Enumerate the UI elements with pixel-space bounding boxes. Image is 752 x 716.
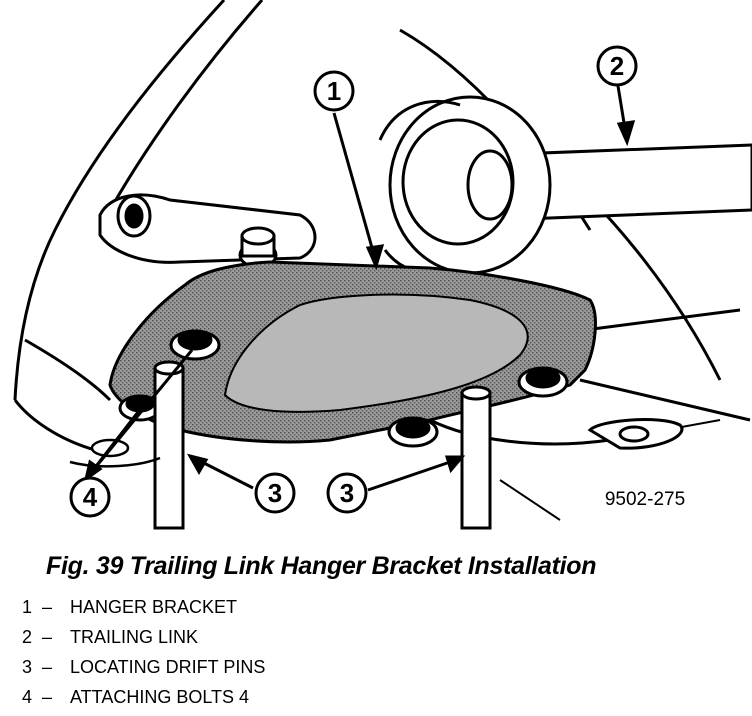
legend-text: TRAILING LINK: [70, 627, 199, 647]
legend-item: 3–LOCATING DRIFT PINS: [22, 656, 265, 686]
callout-1: 1: [313, 70, 355, 112]
callout-2: 2: [596, 45, 638, 87]
leader-lines: [83, 85, 636, 492]
legend-item: 2–TRAILING LINK: [22, 626, 265, 656]
frame-tab: [587, 418, 684, 450]
svg-text:2: 2: [610, 51, 624, 81]
svg-text:3: 3: [268, 478, 282, 508]
trailing-link: [378, 95, 752, 275]
callout-3-right: 3: [326, 472, 368, 514]
legend-list: 1–HANGER BRACKET 2–TRAILING LINK 3–LOCAT…: [22, 596, 265, 716]
callout-4: 4: [69, 476, 111, 518]
legend-separator: –: [42, 657, 53, 677]
legend-text: LOCATING DRIFT PINS: [70, 657, 266, 677]
legend-number: 1: [22, 597, 33, 617]
legend-separator: –: [42, 687, 53, 707]
legend-number: 3: [22, 657, 33, 677]
callout-3-left: 3: [254, 472, 296, 514]
legend-item: 1–HANGER BRACKET: [22, 596, 265, 626]
figure-number: 9502-275: [605, 489, 685, 510]
legend-text: ATTACHING BOLTS 4: [70, 687, 250, 707]
locating-drift-pins: [153, 360, 492, 530]
legend-separator: –: [42, 597, 53, 617]
legend-text: HANGER BRACKET: [70, 597, 238, 617]
upper-control-arm: [98, 193, 317, 264]
svg-text:1: 1: [327, 76, 341, 106]
svg-text:3: 3: [340, 478, 354, 508]
figure-caption: Fig. 39 Trailing Link Hanger Bracket Ins…: [46, 552, 597, 580]
svg-text:4: 4: [83, 482, 98, 512]
hanger-bracket-diagram: 1 2 3 3 4 9502-275: [13, 0, 752, 530]
legend-item: 4–ATTACHING BOLTS 4: [22, 686, 265, 716]
legend-separator: –: [42, 627, 53, 647]
legend-number: 4: [22, 687, 33, 707]
legend-number: 2: [22, 627, 33, 647]
